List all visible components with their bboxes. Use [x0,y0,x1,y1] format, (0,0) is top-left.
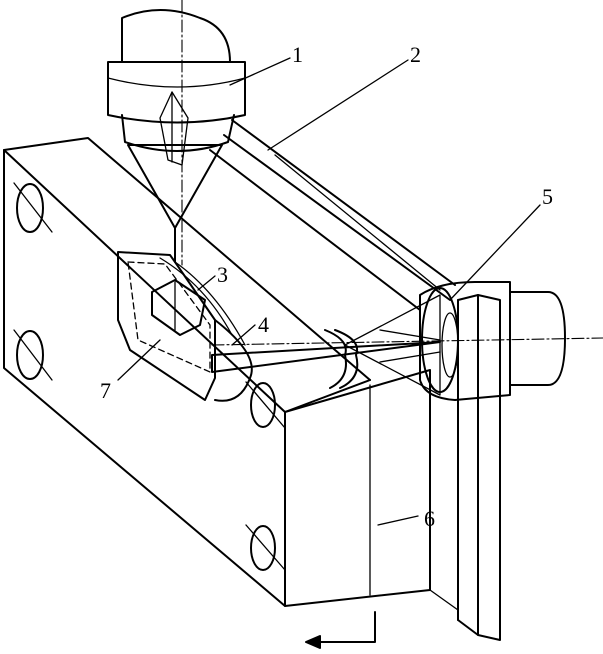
label-5: 5 [542,184,553,209]
label-1: 1 [292,42,303,67]
spindle-head [107,9,246,263]
label-7: 7 [100,378,111,403]
leader-lines [117,57,541,526]
bolt-holes [13,182,286,571]
label-3: 3 [217,262,228,287]
workpiece-holder [117,251,253,402]
label-6: 6 [424,506,435,531]
cutting-cone [211,294,441,396]
horizontal-axis [211,337,603,346]
label-2: 2 [410,42,421,67]
base-block [3,137,431,607]
guide-rail [209,119,456,311]
tool-holder [419,281,566,641]
label-4: 4 [258,312,269,337]
feed-direction-arrow [305,611,376,649]
